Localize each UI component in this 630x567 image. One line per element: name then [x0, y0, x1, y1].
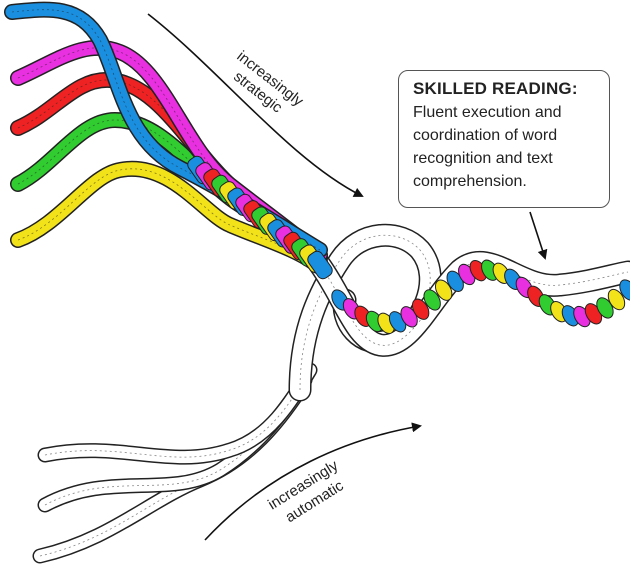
- white-strand: [40, 390, 300, 556]
- callout-line: recognition and text: [413, 147, 599, 170]
- automatic-label: increasingly automatic: [265, 457, 352, 531]
- callout-body: Fluent execution and coordination of wor…: [413, 101, 599, 193]
- skilled-reading-callout: SKILLED READING: Fluent execution and co…: [398, 70, 610, 208]
- braided-rope: [300, 235, 630, 390]
- white-strand: [45, 370, 310, 457]
- callout-pointer-arrow: [530, 212, 545, 258]
- callout-line: comprehension.: [413, 170, 599, 193]
- language-comprehension-strands: [12, 10, 335, 281]
- callout-line: coordination of word: [413, 124, 599, 147]
- word-recognition-strands: [40, 370, 310, 556]
- strategic-label: increasingly strategic: [222, 48, 306, 125]
- callout-title: SKILLED READING:: [413, 79, 599, 99]
- callout-line: Fluent execution and: [413, 101, 599, 124]
